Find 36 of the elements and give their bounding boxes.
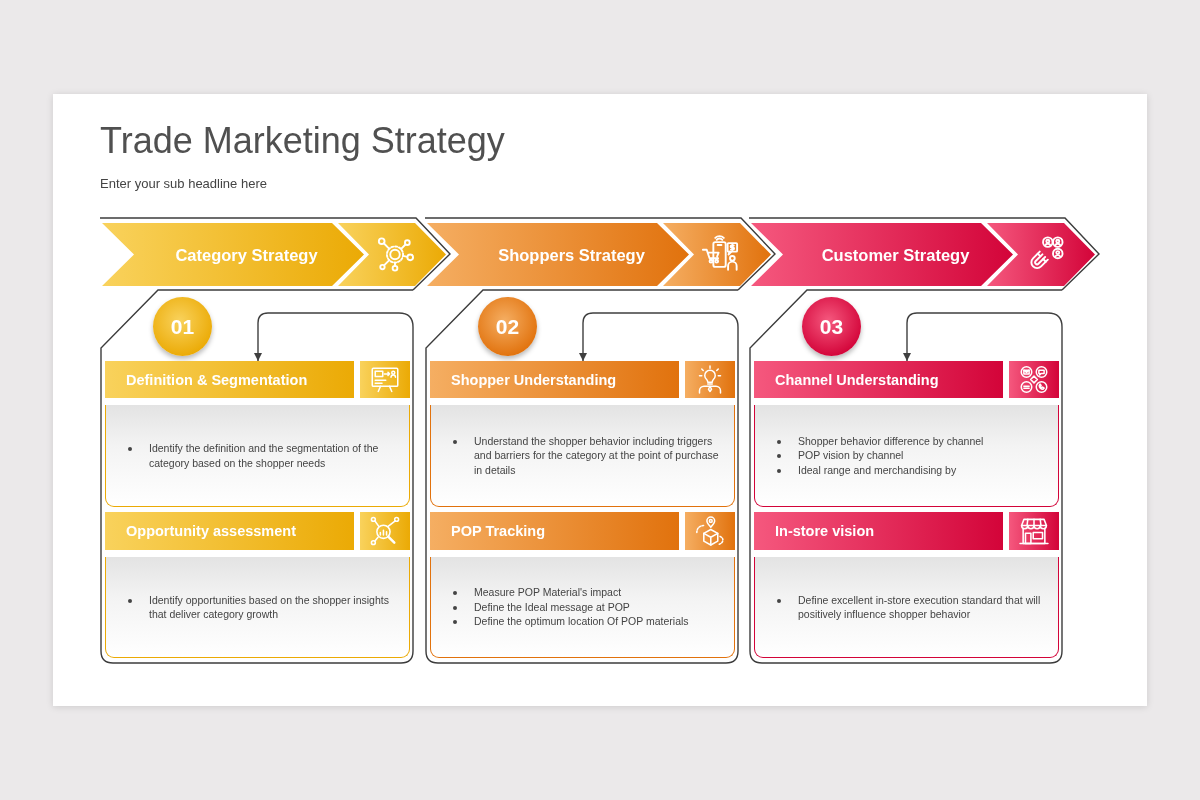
connector-arrow xyxy=(254,312,414,362)
number-circle: 02 xyxy=(478,297,537,356)
connector-arrow xyxy=(579,312,739,362)
panel-outline xyxy=(749,289,1063,664)
section-header: Definition & Segmentation xyxy=(105,361,354,398)
bullet-item: Define the Ideal message at POP xyxy=(474,599,631,615)
section-header: In-store vision xyxy=(754,512,1003,550)
bullet-item: Ideal range and merchandising by xyxy=(798,462,958,478)
section-header: Opportunity assessment xyxy=(105,512,354,550)
step-title: Shoppers Strategy xyxy=(498,244,645,265)
bullet-item: Define excellent in-store execution standard that will positively influence shopper behavior xyxy=(798,592,1042,622)
text-card xyxy=(430,405,735,507)
bullet-item: Measure POP Material's impact xyxy=(474,585,623,600)
subtitle: Enter your sub headline here xyxy=(100,176,267,192)
panel-outline xyxy=(100,289,414,664)
bullet-item: POP vision by channel xyxy=(798,448,905,463)
step-title: Category Strategy xyxy=(175,244,318,265)
bullet-item: Identify the definition and the segmentation of the category based on the shopper needs xyxy=(149,441,380,470)
slide-title: Trade Marketing Strategy xyxy=(100,120,505,162)
text-card xyxy=(754,405,1059,507)
number-circle: 01 xyxy=(153,297,212,356)
bullet-item: Define the optimum location Of POP materials xyxy=(474,614,690,629)
bullet-item: Shopper behavior difference by channel xyxy=(798,433,985,449)
section-header: Shopper Understanding xyxy=(430,361,679,398)
section-header: Channel Understanding xyxy=(754,361,1003,398)
step-title: Customer Strategy xyxy=(821,244,970,265)
panel-outline xyxy=(425,289,739,664)
section-header: POP Tracking xyxy=(430,512,679,550)
text-card xyxy=(430,557,735,658)
bullet-item: Identify opportunities based on the shopper insights that deliver category growth xyxy=(149,592,390,622)
text-card xyxy=(105,405,410,507)
bullet-item: Understand the shopper behavior including triggers and barriers for the category at the point of purchase in details xyxy=(474,433,720,478)
text-card xyxy=(105,557,410,658)
number-circle: 03 xyxy=(802,297,861,356)
connector-arrow xyxy=(903,312,1063,362)
text-card xyxy=(754,557,1059,658)
